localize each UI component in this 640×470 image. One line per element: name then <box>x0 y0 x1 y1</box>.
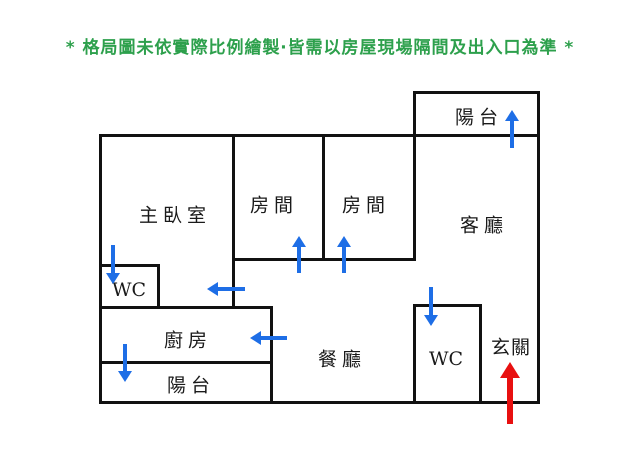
wall-wc-lower-right <box>479 304 482 404</box>
wall-room2-living-divider <box>413 134 416 261</box>
disclaimer-text: * 格局圖未依實際比例繪製‧皆需以房屋現場隔間及出入口為準 * <box>65 38 575 58</box>
wc-lower-door-arrow <box>424 287 438 326</box>
kitchen-door-arrow <box>250 331 287 345</box>
wall-balcony-top-top <box>413 91 540 94</box>
room-label-entry-hall: 玄關 <box>490 336 532 359</box>
entrance-arrow <box>500 362 520 424</box>
room-label-kitchen: 廚房 <box>163 329 213 352</box>
master-bedroom-door-arrow <box>207 282 245 296</box>
wall-master-rooms-divider <box>232 134 235 309</box>
room-label-wc-upper: WC <box>111 279 147 301</box>
wall-kitchen-balcony-divider <box>99 361 273 364</box>
wall-rooms-bottom <box>232 258 416 261</box>
room-label-dining-room: 餐廳 <box>317 348 367 371</box>
balcony-bottom-door-arrow <box>118 344 132 382</box>
balcony-top-door-arrow <box>505 110 519 148</box>
room-label-balcony-top: 陽台 <box>454 106 504 129</box>
room-1-door-arrow <box>292 236 306 273</box>
wall-wc-upper-right <box>157 264 160 309</box>
wall-outer-bottom <box>99 401 540 404</box>
wall-balcony-top-left <box>413 91 416 137</box>
room-label-master-bedroom: 主臥室 <box>138 204 212 227</box>
wall-kitchen-top <box>99 306 273 309</box>
wall-outer-left <box>99 134 102 404</box>
room-label-room-2: 房間 <box>341 194 391 217</box>
wall-kitchen-right <box>270 306 273 404</box>
wall-outer-top <box>99 134 540 137</box>
room-label-balcony-bottom: 陽台 <box>166 374 216 397</box>
wall-room1-room2-divider <box>322 134 325 261</box>
wc-upper-door-arrow <box>106 245 120 284</box>
wall-wc-lower-top <box>413 304 482 307</box>
wall-wc-upper-top <box>99 264 160 267</box>
room-label-room-1: 房間 <box>249 194 299 217</box>
room-label-wc-lower: WC <box>428 348 464 370</box>
room-label-living-room: 客廳 <box>459 214 509 237</box>
wall-wc-lower-left <box>413 304 416 404</box>
room-2-door-arrow <box>337 236 351 273</box>
wall-outer-right <box>537 91 540 404</box>
